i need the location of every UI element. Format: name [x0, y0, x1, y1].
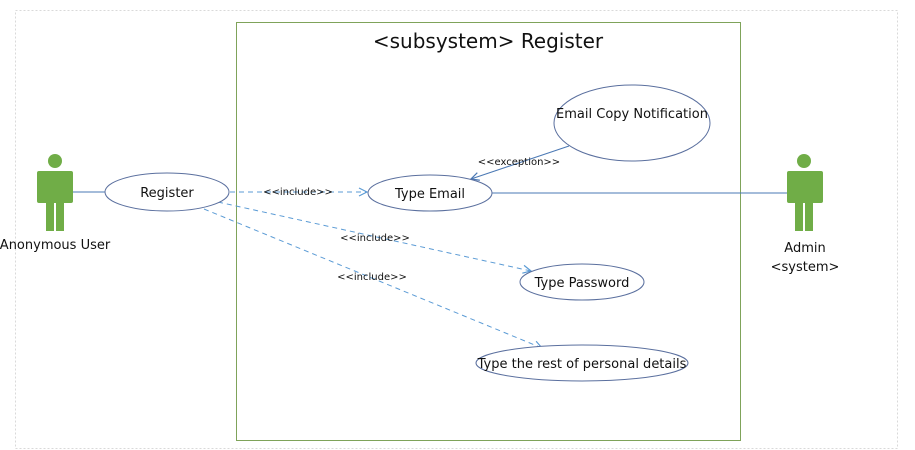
exception-label: <<exception>> — [478, 157, 560, 168]
page-border — [15, 10, 898, 449]
include-label-details: <<include>> — [337, 272, 407, 283]
include-label-email: <<include>> — [263, 187, 333, 198]
use-case-email-copy-notification — [553, 84, 711, 162]
use-case-email-copy-label: Email Copy Notification — [556, 107, 708, 122]
use-case-rest-details-label: Type the rest of personal details — [477, 357, 687, 372]
actor-admin-stereotype: <system> — [771, 260, 840, 275]
use-case-register-label: Register — [140, 186, 194, 201]
exception-line — [471, 145, 570, 179]
use-case-type-password — [519, 263, 645, 301]
actor-admin-label: Admin — [784, 241, 825, 256]
include-line-details — [203, 208, 542, 348]
person-icon — [37, 154, 73, 231]
use-case-rest-details — [475, 344, 689, 382]
use-case-type-email — [367, 174, 493, 212]
use-case-type-email-label: Type Email — [394, 187, 465, 202]
use-case-type-password-label: Type Password — [534, 276, 630, 291]
system-boundary — [236, 22, 741, 441]
person-icon — [787, 154, 823, 231]
actor-admin: Admin <system> — [771, 154, 840, 275]
use-case-register — [104, 172, 230, 212]
system-title: <subsystem> Register — [373, 29, 604, 53]
include-label-password: <<include>> — [340, 233, 410, 244]
actor-anonymous-label: Anonymous User — [0, 238, 111, 253]
actor-anonymous-user: Anonymous User — [0, 154, 111, 253]
